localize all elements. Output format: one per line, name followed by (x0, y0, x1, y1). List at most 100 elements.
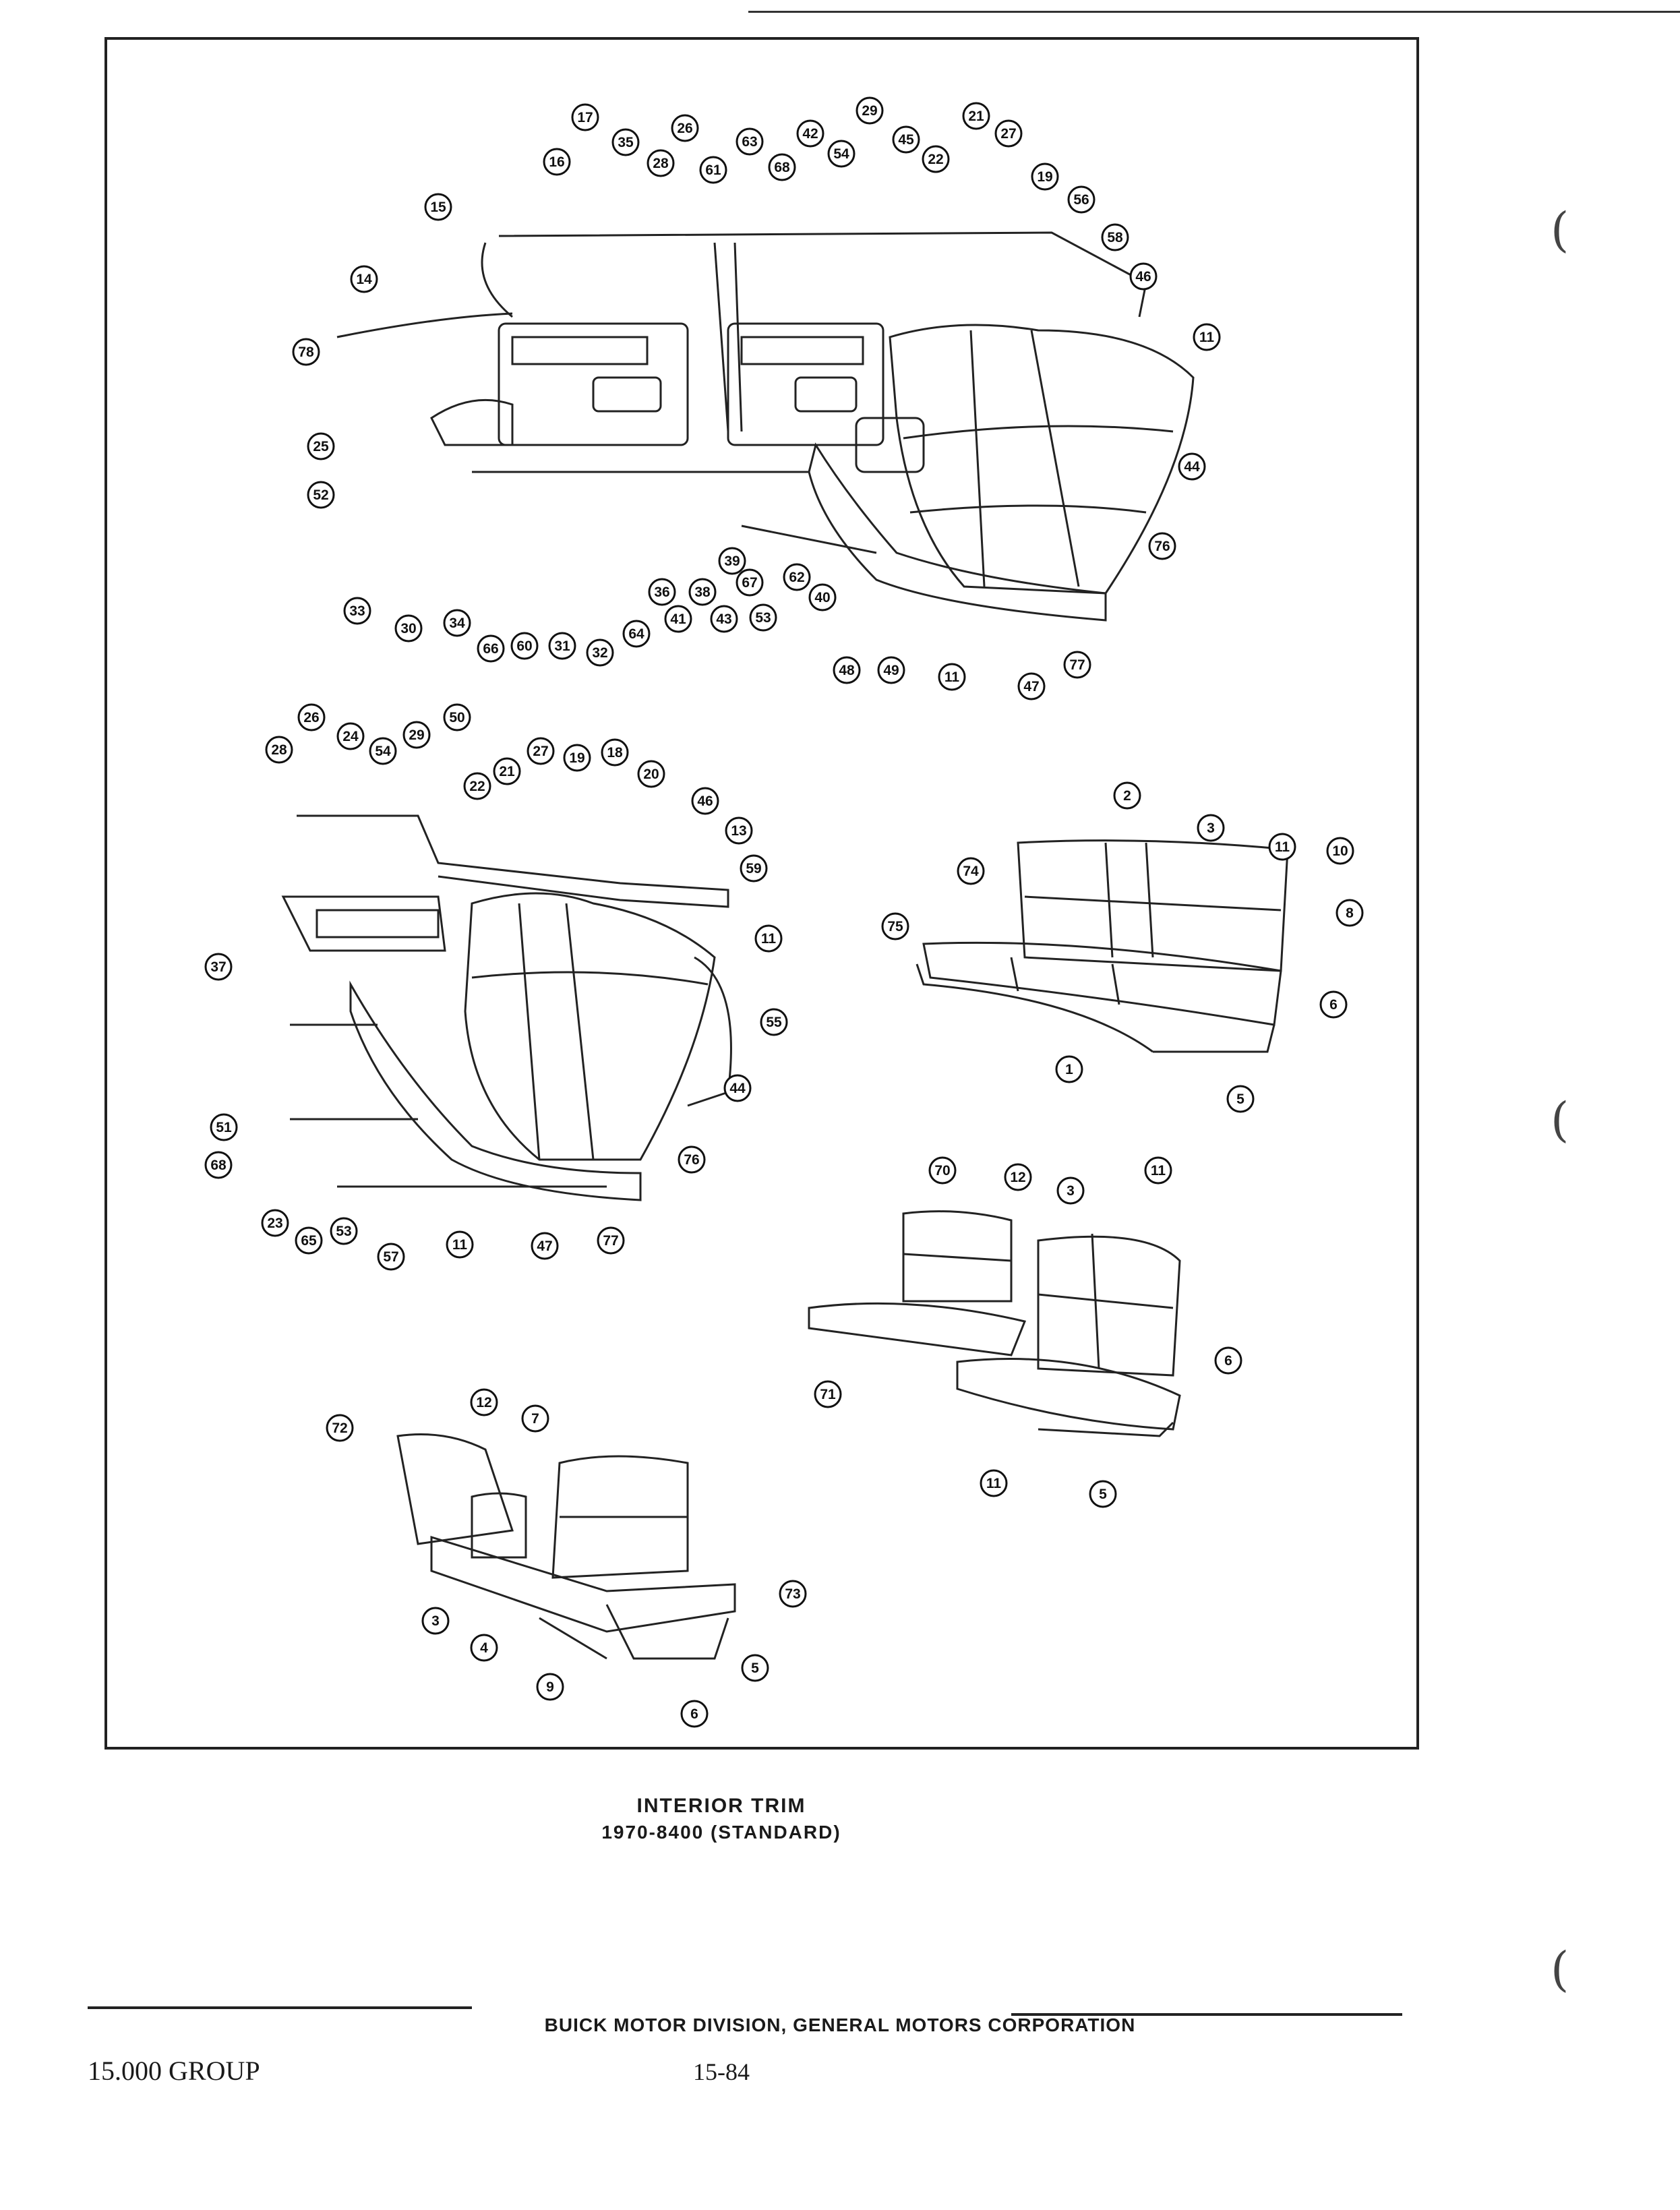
callout-number: 77 (603, 1233, 618, 1249)
callout-30: 30 (394, 614, 423, 643)
callout-number: 11 (1199, 330, 1215, 345)
callout-number: 28 (653, 156, 669, 171)
callout-number: 34 (449, 616, 465, 631)
callout-number: 40 (814, 590, 830, 605)
callout-67: 67 (736, 568, 764, 597)
callout-11: 11 (938, 663, 966, 691)
callout-number: 67 (742, 575, 757, 591)
diagram-frame (104, 37, 1419, 1750)
diagram-caption-title: INTERIOR TRIM (636, 1795, 806, 1817)
callout-44: 44 (1178, 452, 1206, 481)
callout-17: 17 (571, 103, 599, 131)
callout-24: 24 (336, 722, 365, 750)
callout-number: 70 (934, 1163, 950, 1178)
callout-number: 52 (313, 487, 328, 503)
callout-77: 77 (597, 1226, 625, 1255)
callout-6: 6 (1214, 1346, 1242, 1375)
callout-28: 28 (647, 149, 675, 177)
callout-number: 77 (1069, 657, 1085, 673)
callout-3: 3 (421, 1607, 450, 1635)
callout-number: 46 (1135, 269, 1151, 285)
callout-number: 11 (1275, 839, 1290, 855)
callout-number: 64 (628, 626, 644, 642)
callout-48: 48 (833, 656, 861, 684)
callout-39: 39 (718, 547, 746, 575)
callout-38: 38 (688, 578, 717, 606)
callout-56: 56 (1067, 185, 1096, 214)
callout-8: 8 (1336, 899, 1364, 927)
callout-68: 68 (768, 153, 796, 181)
callout-number: 75 (887, 919, 903, 934)
callout-number: 47 (537, 1238, 552, 1254)
callout-11: 11 (1193, 323, 1221, 351)
callout-63: 63 (736, 127, 764, 156)
callout-number: 50 (449, 710, 464, 725)
callout-26: 26 (297, 703, 326, 731)
callout-number: 45 (898, 132, 914, 148)
callout-11: 11 (446, 1230, 474, 1259)
callout-12: 12 (1004, 1163, 1032, 1191)
callout-number: 23 (267, 1216, 282, 1231)
callout-number: 2 (1123, 788, 1131, 804)
callout-number: 27 (1000, 126, 1016, 142)
callout-number: 6 (1329, 997, 1338, 1013)
callout-number: 18 (607, 745, 623, 760)
callout-number: 7 (531, 1411, 539, 1427)
callout-number: 48 (839, 663, 855, 678)
callout-2: 2 (1113, 781, 1141, 810)
callout-number: 39 (724, 554, 740, 569)
callout-19: 19 (1031, 162, 1059, 191)
callout-number: 11 (1151, 1163, 1166, 1178)
callout-21: 21 (493, 757, 521, 785)
callout-number: 55 (766, 1015, 782, 1030)
callout-number: 17 (577, 110, 593, 125)
rear-interior-view (281, 814, 732, 1201)
page-number: 15-84 (693, 2058, 750, 2085)
callout-layer: 1716153528266163684254294522212719565846… (204, 96, 1364, 1728)
callout-20: 20 (637, 760, 665, 788)
callout-number: 20 (643, 767, 659, 782)
callout-34: 34 (443, 609, 471, 637)
callout-number: 5 (751, 1661, 759, 1676)
callout-19: 19 (563, 744, 591, 772)
callout-35: 35 (611, 128, 640, 156)
callout-29: 29 (402, 721, 431, 749)
callout-22: 22 (922, 145, 950, 173)
callout-54: 54 (369, 737, 397, 765)
callout-number: 11 (761, 931, 777, 947)
callout-number: 24 (342, 729, 359, 744)
callout-number: 3 (1067, 1183, 1075, 1199)
callout-27: 27 (527, 737, 555, 765)
callout-3: 3 (1056, 1176, 1085, 1205)
callout-number: 61 (705, 162, 721, 178)
callout-64: 64 (622, 620, 651, 648)
callout-number: 78 (298, 345, 314, 360)
callout-number: 59 (746, 861, 761, 876)
callout-3: 3 (1197, 814, 1225, 842)
callout-50: 50 (443, 703, 471, 731)
callout-62: 62 (783, 563, 811, 591)
callout-number: 71 (820, 1387, 836, 1402)
callout-number: 63 (742, 134, 757, 150)
callout-57: 57 (377, 1243, 405, 1271)
callout-number: 53 (336, 1224, 351, 1239)
callout-number: 33 (349, 603, 365, 619)
callout-54: 54 (827, 140, 856, 168)
callout-number: 10 (1332, 843, 1348, 859)
bucket-seat-view (396, 1433, 736, 1660)
callout-45: 45 (892, 125, 920, 154)
callout-number: 8 (1346, 905, 1354, 921)
callout-number: 56 (1073, 192, 1089, 208)
callout-28: 28 (265, 736, 293, 764)
callout-number: 76 (684, 1152, 699, 1168)
callout-number: 74 (963, 864, 979, 879)
callout-49: 49 (877, 656, 905, 684)
callout-number: 26 (303, 710, 319, 725)
callout-number: 37 (210, 959, 226, 975)
callout-25: 25 (307, 432, 335, 460)
callout-51: 51 (210, 1113, 238, 1141)
callout-53: 53 (330, 1217, 358, 1245)
callout-number: 76 (1154, 539, 1170, 554)
margin-mark: ( (1551, 1942, 1569, 1997)
callout-1: 1 (1055, 1055, 1083, 1083)
